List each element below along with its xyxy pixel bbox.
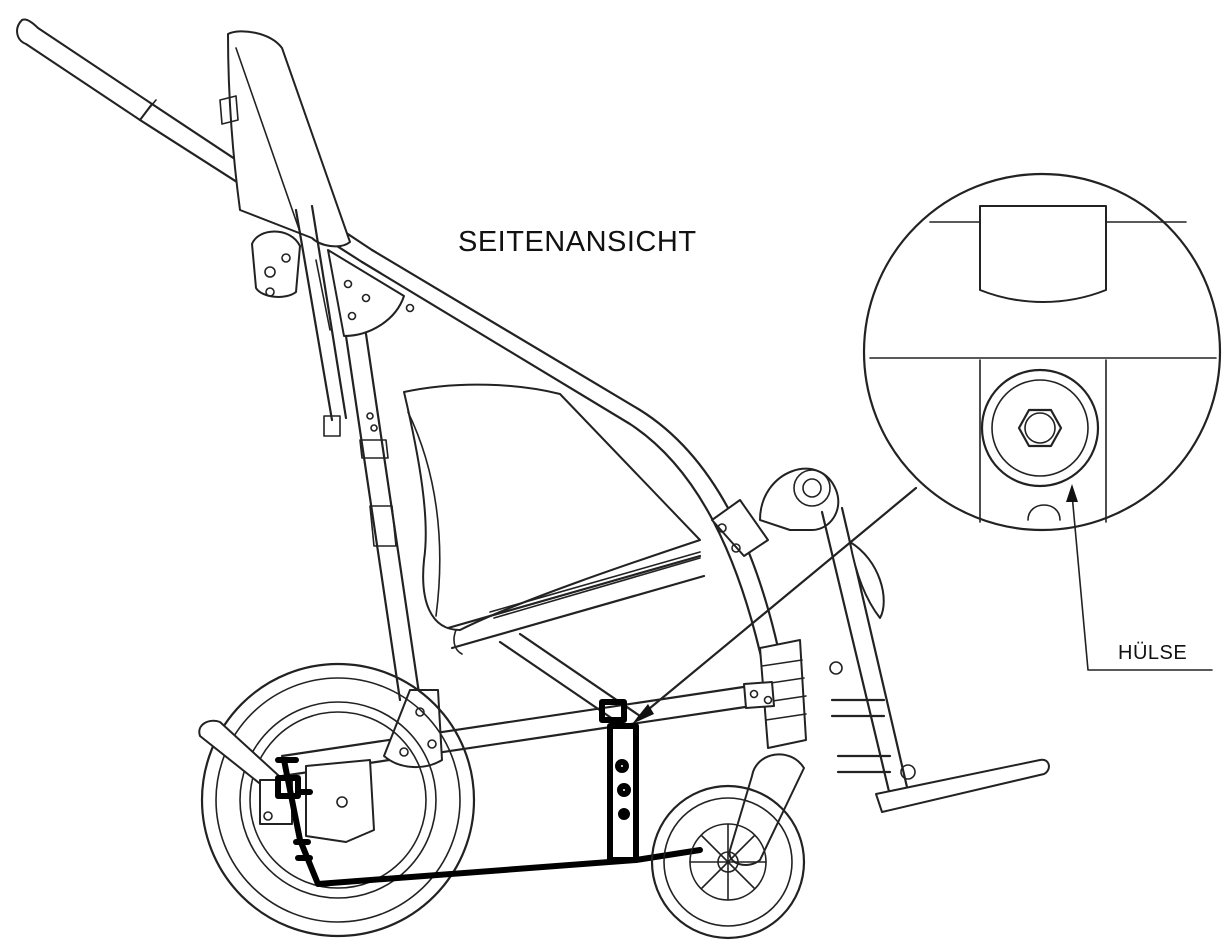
diagram-title: SEITENANSICHT <box>458 226 697 258</box>
rear-wheel <box>200 662 476 938</box>
detail-callout <box>862 172 1222 532</box>
seat-cushion <box>403 383 701 631</box>
seat-rail <box>446 551 706 655</box>
footrest-clamp <box>711 467 840 557</box>
backrest-cushion <box>219 30 351 248</box>
caster-wheel <box>650 784 806 940</box>
footrest-hanger <box>820 506 912 806</box>
rear-gusset <box>383 689 443 769</box>
callout-label: HÜLSE <box>1118 642 1188 664</box>
callout-arrow <box>632 486 918 724</box>
recline-hinge <box>251 230 301 298</box>
label-leader <box>1066 484 1213 671</box>
caster-suspension <box>728 639 807 866</box>
seat-frame-vertical <box>344 332 422 702</box>
footplate <box>875 758 1050 813</box>
frame-gusset-top <box>327 249 415 337</box>
back-upright <box>294 204 348 437</box>
highlighted-bracket <box>275 699 703 887</box>
